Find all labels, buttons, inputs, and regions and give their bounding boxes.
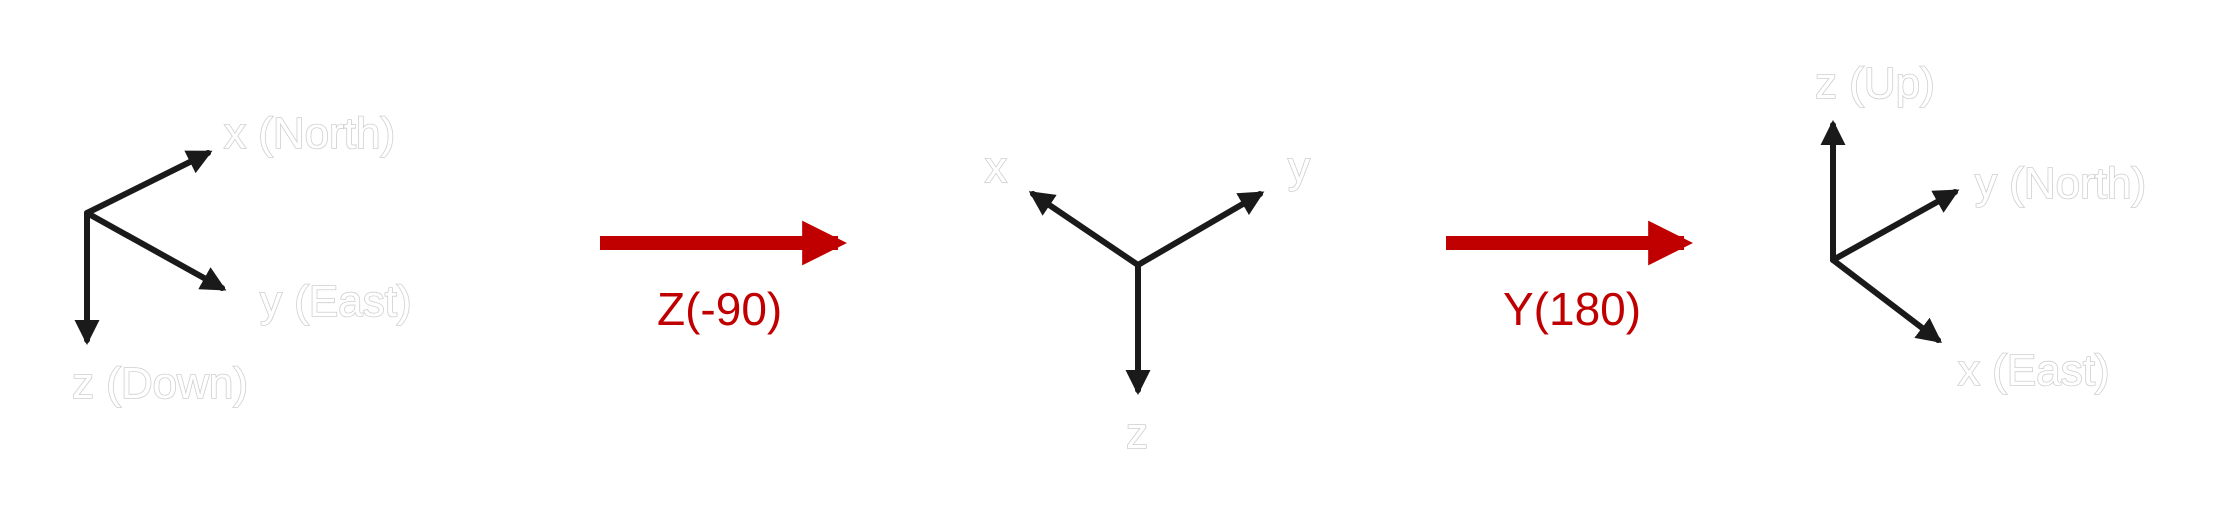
frame-enu: z (Up) y (North) x (East) <box>1814 58 2147 396</box>
frame-intermediate-y-axis-arrow <box>1135 191 1265 268</box>
frame-enu-z-label: z (Up) <box>1815 59 1935 108</box>
frame-enu-x-label: x (East) <box>1958 346 2110 395</box>
frame-intermediate-x-axis-arrow <box>1028 191 1141 268</box>
frame-enu-y-label: y (North) <box>1975 159 2146 208</box>
frame-ned: x (North) y (East) z (Down) <box>71 108 412 409</box>
frame-ned-x-label: x (North) <box>224 109 395 158</box>
frame-enu-x-axis-arrow <box>1830 257 1943 344</box>
transform-z-rotation: Z(-90) <box>600 220 847 335</box>
frame-ned-x-axis-arrow <box>84 150 213 216</box>
frame-intermediate-x-label: x <box>985 143 1007 192</box>
frame-ned-y-label: y (East) <box>260 277 412 326</box>
frame-ned-z-label: z (Down) <box>72 359 248 408</box>
frame-enu-y-axis-arrow <box>1830 189 1960 263</box>
transform-label-2: Y(180) <box>1503 283 1641 335</box>
transform-y-rotation: Y(180) <box>1446 220 1693 335</box>
frame-intermediate: x y z <box>984 142 1311 459</box>
frame-intermediate-z-label: z <box>1126 409 1148 458</box>
frame-intermediate-y-label: y <box>1288 143 1310 192</box>
frame-ned-y-axis-arrow <box>84 210 227 291</box>
transform-label-1: Z(-90) <box>657 283 782 335</box>
